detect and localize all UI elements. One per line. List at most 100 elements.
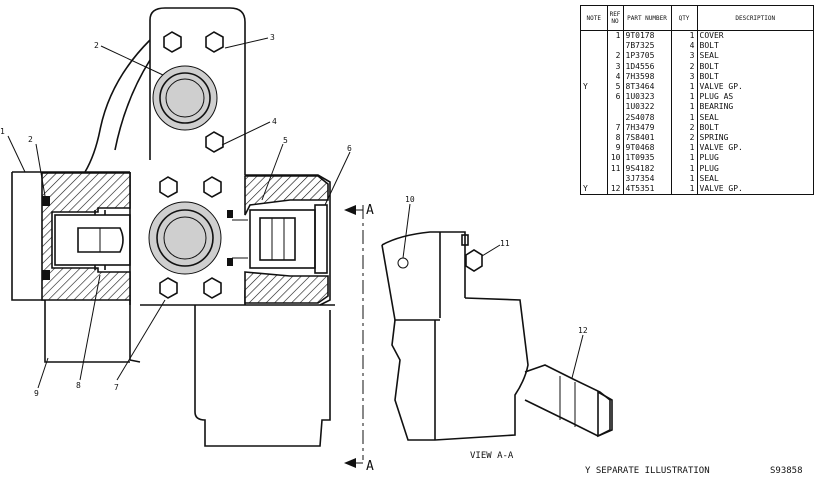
cell-part-number: 9T0178 xyxy=(623,30,672,42)
cell-description: SEAL xyxy=(699,173,719,183)
cell-note xyxy=(581,173,608,185)
section-label-bottom: A xyxy=(366,459,374,474)
cell-description: VALVE GP. xyxy=(699,143,743,153)
cell-description: SEAL xyxy=(699,112,719,122)
cell-part-number: 7H3479 xyxy=(623,122,672,134)
cell-part-number: 1D4556 xyxy=(623,61,672,72)
header-qty: QTY xyxy=(671,6,698,31)
leader-lines xyxy=(7,37,584,389)
cell-part-number: 4T5351 xyxy=(623,184,672,195)
cell-ref-no: 6 xyxy=(607,92,624,103)
cell-ref-no: 2 xyxy=(607,51,624,62)
cell-ref-no: 3 xyxy=(607,61,624,72)
callout-2-left: 2 xyxy=(28,135,33,144)
separate-illustration-footnote: Y SEPARATE ILLUSTRATION xyxy=(585,466,710,476)
callout-1: 1 xyxy=(0,127,5,136)
cell-description: BOLT xyxy=(699,61,719,71)
cell-ref-no xyxy=(607,102,624,113)
cell-description: SPRING xyxy=(699,133,729,143)
cell-qty: 1 xyxy=(671,112,698,123)
cell-ref-no: 9 xyxy=(607,143,624,154)
cell-ref-no: 11 xyxy=(607,163,624,174)
cell-description: BOLT xyxy=(699,122,719,132)
cell-note xyxy=(581,133,608,144)
callout-10: 10 xyxy=(405,195,415,204)
cell-qty: 1 xyxy=(671,82,698,93)
cell-part-number: 9S4182 xyxy=(623,163,672,174)
cell-part-number: 2S4078 xyxy=(623,112,672,123)
cell-qty: 3 xyxy=(671,71,698,83)
cell-ref-no: 12 xyxy=(607,184,624,195)
cell-qty: 1 xyxy=(671,143,698,154)
cell-part-number: 3J7354 xyxy=(623,173,672,185)
cell-note: Y xyxy=(581,82,608,93)
cell-qty: 2 xyxy=(671,133,698,144)
callout-5: 5 xyxy=(283,136,288,145)
cell-description: BOLT xyxy=(699,71,719,81)
view-a-a-drawing xyxy=(381,231,613,441)
parts-list-table: NOTE REF NO PART NUMBER QTY DESCRIPTION … xyxy=(580,5,814,196)
cell-qty: 4 xyxy=(671,41,698,52)
cell-note xyxy=(581,71,608,83)
callout-12: 12 xyxy=(578,326,588,335)
section-label-top: A xyxy=(366,203,374,218)
cell-part-number: 9T0468 xyxy=(623,143,672,154)
valve-body-section xyxy=(11,7,335,447)
callout-9: 9 xyxy=(34,389,39,398)
cell-part-number: 1T0935 xyxy=(623,153,672,164)
callout-6: 6 xyxy=(347,144,352,153)
cell-part-number: 1U0322 xyxy=(623,102,672,113)
cell-note xyxy=(581,163,608,174)
cell-ref-no xyxy=(607,41,624,52)
cell-part-number: 7H3598 xyxy=(623,71,672,83)
cell-note: Y xyxy=(581,184,608,195)
cell-note xyxy=(581,112,608,123)
cell-description: BOLT xyxy=(699,41,719,51)
cell-qty: 1 xyxy=(671,173,698,185)
header-description: DESCRIPTION xyxy=(697,6,813,31)
cell-description: PLUG AS xyxy=(699,92,734,102)
cell-note xyxy=(581,51,608,62)
cell-note xyxy=(581,61,608,72)
cell-note xyxy=(581,102,608,113)
cell-qty: 1 xyxy=(671,163,698,174)
view-caption: VIEW A-A xyxy=(470,451,514,461)
cell-note xyxy=(581,30,608,42)
cell-note xyxy=(581,41,608,52)
cell-ref-no xyxy=(607,173,624,185)
cell-description: BEARING xyxy=(699,102,734,112)
cell-ref-no: 10 xyxy=(607,153,624,164)
illustration-number: S93858 xyxy=(770,466,803,476)
cell-part-number: 7B7325 xyxy=(623,41,672,52)
table-header-row: NOTE REF NO PART NUMBER QTY DESCRIPTION xyxy=(581,6,813,31)
callout-3: 3 xyxy=(270,33,275,42)
cell-part-number: 1U0323 xyxy=(623,92,672,103)
cell-description: PLUG xyxy=(699,153,719,163)
callout-2-top: 2 xyxy=(94,41,99,50)
cell-qty: 1 xyxy=(671,30,698,42)
cell-ref-no: 7 xyxy=(607,122,624,134)
callout-11: 11 xyxy=(500,239,510,248)
callout-8: 8 xyxy=(76,381,81,390)
cell-description: PLUG xyxy=(699,163,719,173)
cell-qty: 1 xyxy=(671,102,698,113)
cell-note xyxy=(581,143,608,154)
cell-note xyxy=(581,92,608,103)
cell-description: COVER xyxy=(699,31,724,40)
